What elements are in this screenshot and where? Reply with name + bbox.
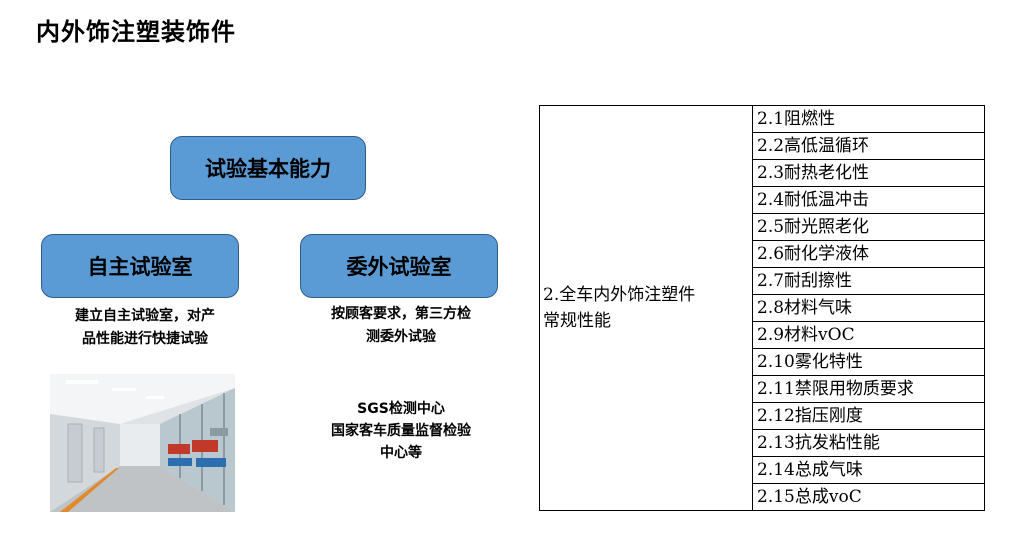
test-item-cell: 2.14总成气味	[752, 456, 985, 484]
test-item-cell: 2.12指压刚度	[752, 402, 985, 430]
outsourced-lab-description: 按顾客要求，第三方检 测委外试验	[296, 303, 506, 349]
test-item-cell: 2.8材料气味	[752, 294, 985, 322]
third-party-labs-list: SGS检测中心 国家客车质量监督检验 中心等	[296, 398, 506, 464]
table-row: 2.13抗发粘性能	[540, 429, 985, 457]
test-item-cell: 2.2高低温循环	[752, 132, 985, 160]
table-row: 2.12指压刚度	[540, 402, 985, 430]
table-row: 2.7耐刮擦性	[540, 267, 985, 295]
lab-name: 国家客车质量监督检验	[331, 423, 471, 439]
table-row: 2.5耐光照老化	[540, 213, 985, 241]
lab-corridor-photo	[50, 374, 235, 512]
test-item-cell: 2.15总成voC	[752, 483, 985, 511]
test-item-cell: 2.11禁限用物质要求	[752, 375, 985, 403]
table-row: 2.14总成气味	[540, 456, 985, 484]
category-line: 常规性能	[543, 311, 611, 331]
description-line: 品性能进行快捷试验	[82, 331, 208, 347]
table-row: 2.9材料vOC	[540, 321, 985, 349]
table-row: 2.4耐低温冲击	[540, 186, 985, 214]
description-line: 按顾客要求，第三方检	[331, 306, 471, 322]
in-house-lab-description: 建立自主试验室，对产 品性能进行快捷试验	[40, 305, 250, 351]
test-item-cell: 2.13抗发粘性能	[752, 429, 985, 457]
page-title: 内外饰注塑装饰件	[36, 18, 236, 46]
test-item-cell: 2.7耐刮擦性	[752, 267, 985, 295]
description-line: 测委外试验	[366, 329, 436, 345]
test-item-cell: 2.5耐光照老化	[752, 213, 985, 241]
category-cell: 2.全车内外饰注塑件常规性能	[539, 105, 753, 511]
table-row: 2.15总成voC	[540, 483, 985, 511]
test-item-cell: 2.3耐热老化性	[752, 159, 985, 187]
lab-name: 中心等	[380, 445, 422, 461]
category-line: 2.全车内外饰注塑件	[543, 285, 696, 305]
root-capability-box: 试验基本能力	[170, 136, 366, 200]
table-row: 2.3耐热老化性	[540, 159, 985, 187]
test-item-cell: 2.4耐低温冲击	[752, 186, 985, 214]
table-row: 2.10雾化特性	[540, 348, 985, 376]
test-item-cell: 2.6耐化学液体	[752, 240, 985, 268]
test-item-cell: 2.9材料vOC	[752, 321, 985, 349]
table-row: 2.11禁限用物质要求	[540, 375, 985, 403]
outsourced-lab-box: 委外试验室	[300, 234, 498, 298]
description-line: 建立自主试验室，对产	[75, 308, 215, 324]
test-item-cell: 2.1阻燃性	[752, 105, 985, 133]
lab-name: SGS检测中心	[357, 401, 445, 417]
test-item-cell: 2.10雾化特性	[752, 348, 985, 376]
in-house-lab-box: 自主试验室	[41, 234, 239, 298]
table-row: 2.6耐化学液体	[540, 240, 985, 268]
table-row: 2.8材料气味	[540, 294, 985, 322]
